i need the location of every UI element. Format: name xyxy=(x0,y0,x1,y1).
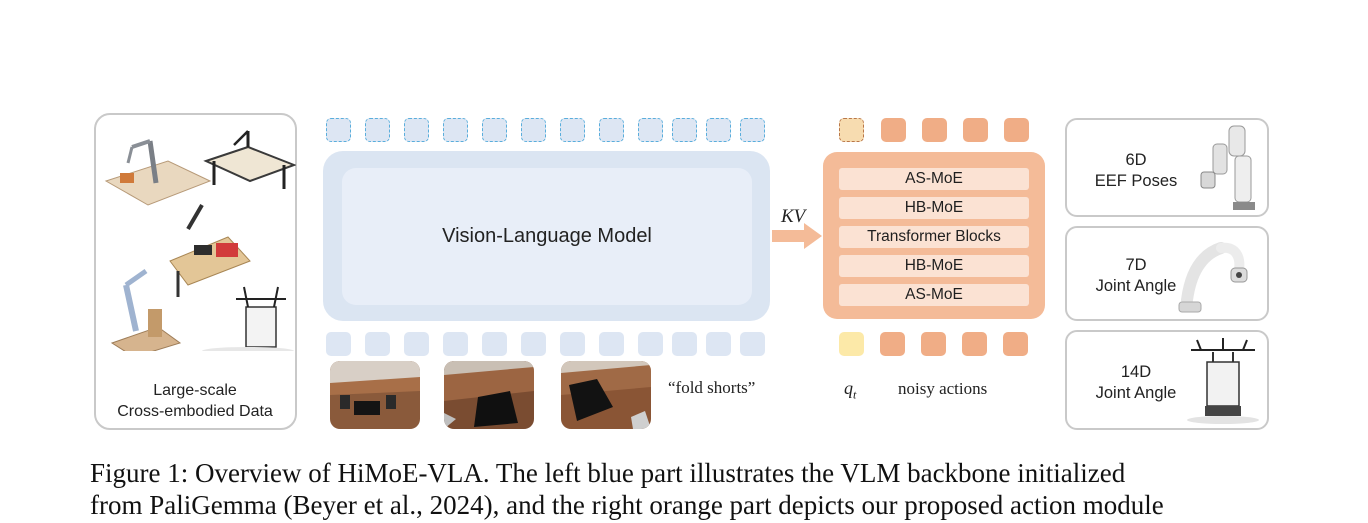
action-layer-as-moe-bottom: AS-MoE xyxy=(839,284,1029,306)
vlm-output-token xyxy=(740,118,765,142)
vlm-input-token xyxy=(443,332,468,356)
figure-caption-line-1: Figure 1: Overview of HiMoE-VLA. The lef… xyxy=(90,458,1126,488)
vlm-input-token xyxy=(599,332,624,356)
output-panel-7d-joint: 7D Joint Angle xyxy=(1065,226,1269,321)
vlm-output-token xyxy=(638,118,663,142)
vlm-input-token xyxy=(560,332,585,356)
action-layer-hb-moe-top: HB-MoE xyxy=(839,197,1029,219)
data-panel-label: Large-scale Cross-embodied Data xyxy=(96,380,294,422)
action-layer-hb-moe-bottom: HB-MoE xyxy=(839,255,1029,277)
noisy-action-token xyxy=(1003,332,1028,356)
action-output-token xyxy=(963,118,988,142)
vlm-input-token xyxy=(706,332,731,356)
robot-arm-7d-icon xyxy=(1178,242,1248,313)
vlm-input-token xyxy=(740,332,765,356)
output-14d-dim: 14D xyxy=(1120,363,1152,381)
q-symbol: q xyxy=(844,378,853,398)
output-14d-label: 14D Joint Angle xyxy=(1077,362,1195,404)
action-output-token-dashed xyxy=(839,118,864,142)
vlm-output-token xyxy=(599,118,624,142)
vlm-output-token xyxy=(672,118,697,142)
noisy-action-token xyxy=(880,332,905,356)
vlm-input-token xyxy=(672,332,697,356)
vlm-input-token xyxy=(482,332,507,356)
output-6d-label: 6D EEF Poses xyxy=(1077,150,1195,192)
output-7d-label: 7D Joint Angle xyxy=(1077,255,1195,297)
vlm-title: Vision-Language Model xyxy=(342,168,752,305)
action-layer-as-moe-top: AS-MoE xyxy=(839,168,1029,190)
output-7d-type: Joint Angle xyxy=(1095,277,1177,295)
vlm-input-token xyxy=(326,332,351,356)
timestep-token xyxy=(839,332,864,356)
timestep-label: qt xyxy=(844,378,856,403)
q-subscript: t xyxy=(853,387,857,402)
vlm-input-token xyxy=(521,332,546,356)
output-6d-dim: 6D xyxy=(1125,151,1147,169)
output-6d-type: EEF Poses xyxy=(1094,172,1178,190)
action-output-token xyxy=(881,118,906,142)
vlm-output-token xyxy=(706,118,731,142)
action-output-token xyxy=(922,118,947,142)
vlm-input-token xyxy=(365,332,390,356)
camera-image-2 xyxy=(444,361,534,429)
vlm-input-token xyxy=(638,332,663,356)
camera-image-3 xyxy=(561,361,651,429)
output-14d-type: Joint Angle xyxy=(1095,384,1177,402)
output-panel-6d-eef: 6D EEF Poses xyxy=(1065,118,1269,217)
vlm-output-token xyxy=(443,118,468,142)
camera-image-1 xyxy=(330,361,420,429)
language-instruction: “fold shorts” xyxy=(668,378,756,397)
cross-embodied-data-panel: Large-scale Cross-embodied Data xyxy=(94,113,297,430)
data-label-line2: Cross-embodied Data xyxy=(117,403,273,420)
vlm-input-token xyxy=(404,332,429,356)
output-panel-14d-joint: 14D Joint Angle xyxy=(1065,330,1269,430)
output-7d-dim: 7D xyxy=(1125,256,1147,274)
vlm-output-token xyxy=(404,118,429,142)
noisy-action-token xyxy=(921,332,946,356)
action-layer-transformer-blocks: Transformer Blocks xyxy=(839,226,1029,248)
kv-arrow-icon xyxy=(772,223,822,249)
figure-caption-line-2: from PaliGemma (Beyer et al., 2024), and… xyxy=(90,490,1164,520)
vlm-output-token xyxy=(365,118,390,142)
noisy-actions-label: noisy actions xyxy=(898,379,988,398)
kv-label: KV xyxy=(781,206,805,228)
robot-arm-6d-icon xyxy=(1200,125,1255,210)
kv-text: KV xyxy=(781,206,806,227)
noisy-action-token xyxy=(962,332,987,356)
vlm-output-token xyxy=(560,118,585,142)
action-output-token xyxy=(1004,118,1029,142)
vlm-output-token xyxy=(326,118,351,142)
robot-arms-illustration xyxy=(104,130,296,351)
vlm-output-token xyxy=(521,118,546,142)
vlm-output-token xyxy=(482,118,507,142)
bimanual-robot-icon xyxy=(1187,338,1259,424)
data-label-line1: Large-scale xyxy=(153,382,237,399)
